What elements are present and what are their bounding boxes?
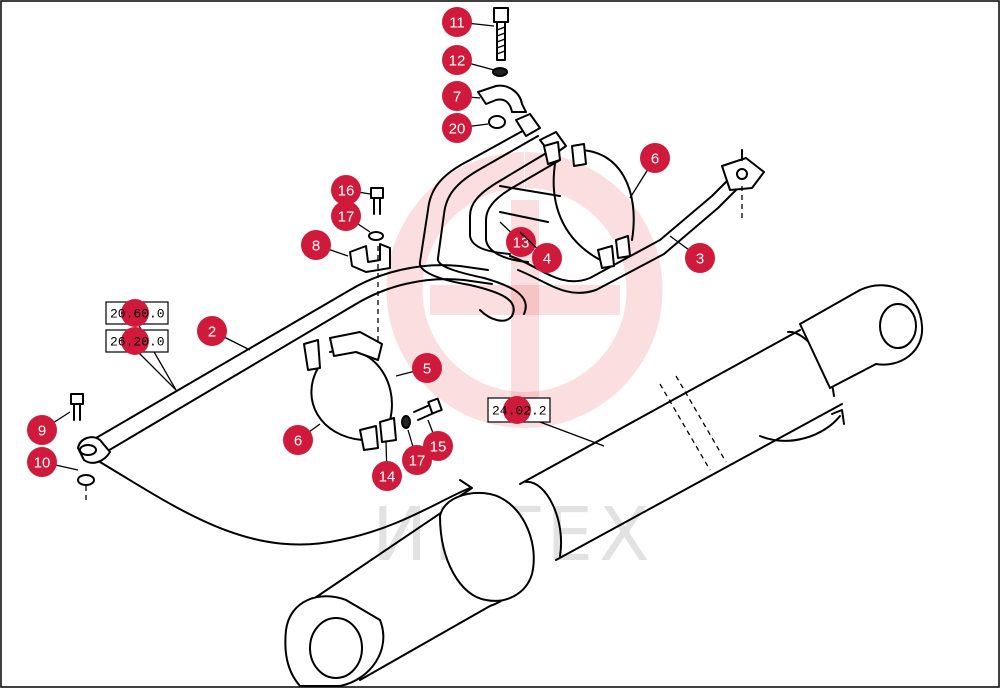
callout-2[interactable]: 2 xyxy=(197,316,227,346)
callout-number: 15 xyxy=(430,439,447,456)
callout-8[interactable]: 8 xyxy=(301,230,331,260)
callout-number: 17 xyxy=(409,453,426,470)
callout-number: 11 xyxy=(449,15,465,32)
callout-badge xyxy=(442,7,472,37)
callout-number: 20 xyxy=(449,121,466,138)
callout-badge xyxy=(442,81,472,111)
part-bolt-15 xyxy=(413,397,443,421)
callout-number: 8 xyxy=(312,238,320,255)
reference-leader xyxy=(539,421,605,447)
callout-number: 2 xyxy=(208,324,216,341)
reference-box[interactable]: 26.20.0 xyxy=(105,327,169,355)
callout-number: 17 xyxy=(338,209,355,226)
callout-badge xyxy=(412,353,442,383)
callout-badge xyxy=(442,113,472,143)
part-nut-20 xyxy=(488,115,506,129)
callout-15[interactable]: 15 xyxy=(423,431,453,461)
reference-layer: 20.60.0 26.20.0 24.02.2 xyxy=(105,299,605,447)
callout-badge xyxy=(27,447,57,477)
part-bolt-9 xyxy=(70,393,84,421)
callout-20[interactable]: 20 xyxy=(442,113,472,143)
callout-number: 10 xyxy=(34,455,51,472)
part-washer-10 xyxy=(77,474,95,486)
part-tube-2 xyxy=(77,264,493,464)
callout-badge xyxy=(27,415,57,445)
callout-badge xyxy=(640,143,670,173)
part-clamp-6-upper xyxy=(543,141,635,269)
reference-leader xyxy=(137,351,177,391)
callout-badge xyxy=(283,425,313,455)
reference-code: 20.60.0 xyxy=(110,307,165,322)
callout-5[interactable]: 5 xyxy=(412,353,442,383)
callout-4[interactable]: 4 xyxy=(532,243,562,273)
part-clamp-7 xyxy=(477,84,527,113)
callout-badge xyxy=(442,45,472,75)
callout-number: 14 xyxy=(379,469,396,486)
part-washer-17-lower xyxy=(401,415,411,429)
part-washer-17-upper xyxy=(368,231,384,241)
callout-17[interactable]: 17 xyxy=(331,201,361,231)
callout-number: 6 xyxy=(294,433,302,450)
reference-badge xyxy=(503,396,531,424)
callout-7[interactable]: 7 xyxy=(442,81,472,111)
callout-badge xyxy=(197,316,227,346)
callout-badge xyxy=(423,431,453,461)
callout-number: 3 xyxy=(696,251,704,268)
part-hydraulic-cylinder xyxy=(284,284,924,687)
callout-6[interactable]: 6 xyxy=(283,425,313,455)
arrow-hose-connection xyxy=(459,479,473,497)
callout-badge xyxy=(506,227,536,257)
reference-box[interactable]: 20.60.0 xyxy=(105,299,169,327)
callout-number: 9 xyxy=(38,423,46,440)
callout-12[interactable]: 12 xyxy=(442,45,472,75)
part-bracket-8 xyxy=(349,243,391,273)
reference-badge xyxy=(121,299,149,327)
callout-badge xyxy=(372,461,402,491)
callout-number: 7 xyxy=(453,89,461,106)
callout-badge xyxy=(331,175,361,205)
callout-badge xyxy=(301,230,331,260)
callout-number: 13 xyxy=(513,235,530,252)
callout-badge xyxy=(532,243,562,273)
callout-badge xyxy=(685,243,715,273)
reference-code: 26.20.0 xyxy=(110,335,165,350)
part-flexible-hose xyxy=(99,461,471,546)
callout-number: 16 xyxy=(338,183,355,200)
callout-badge xyxy=(331,201,361,231)
callout-16[interactable]: 16 xyxy=(331,175,361,205)
callout-number: 12 xyxy=(449,53,466,70)
part-pipe-3 xyxy=(509,149,765,294)
callout-number: 5 xyxy=(423,361,431,378)
callout-10[interactable]: 10 xyxy=(27,447,57,477)
part-bolt-11 xyxy=(493,7,509,61)
reference-badge xyxy=(121,327,149,355)
part-washer-12 xyxy=(492,67,508,77)
callout-11[interactable]: 11 xyxy=(442,7,472,37)
callout-14[interactable]: 14 xyxy=(372,461,402,491)
part-bolt-16 xyxy=(370,187,384,215)
callout-3[interactable]: 3 xyxy=(685,243,715,273)
callout-13[interactable]: 13 xyxy=(506,227,536,257)
callout-number: 6 xyxy=(651,151,659,168)
part-clamp-5-lower xyxy=(303,331,397,451)
reference-box[interactable]: 24.02.2 xyxy=(487,396,551,424)
callout-9[interactable]: 9 xyxy=(27,415,57,445)
reference-code: 24.02.2 xyxy=(492,404,547,419)
callout-number: 4 xyxy=(543,251,551,268)
callout-6[interactable]: 6 xyxy=(640,143,670,173)
